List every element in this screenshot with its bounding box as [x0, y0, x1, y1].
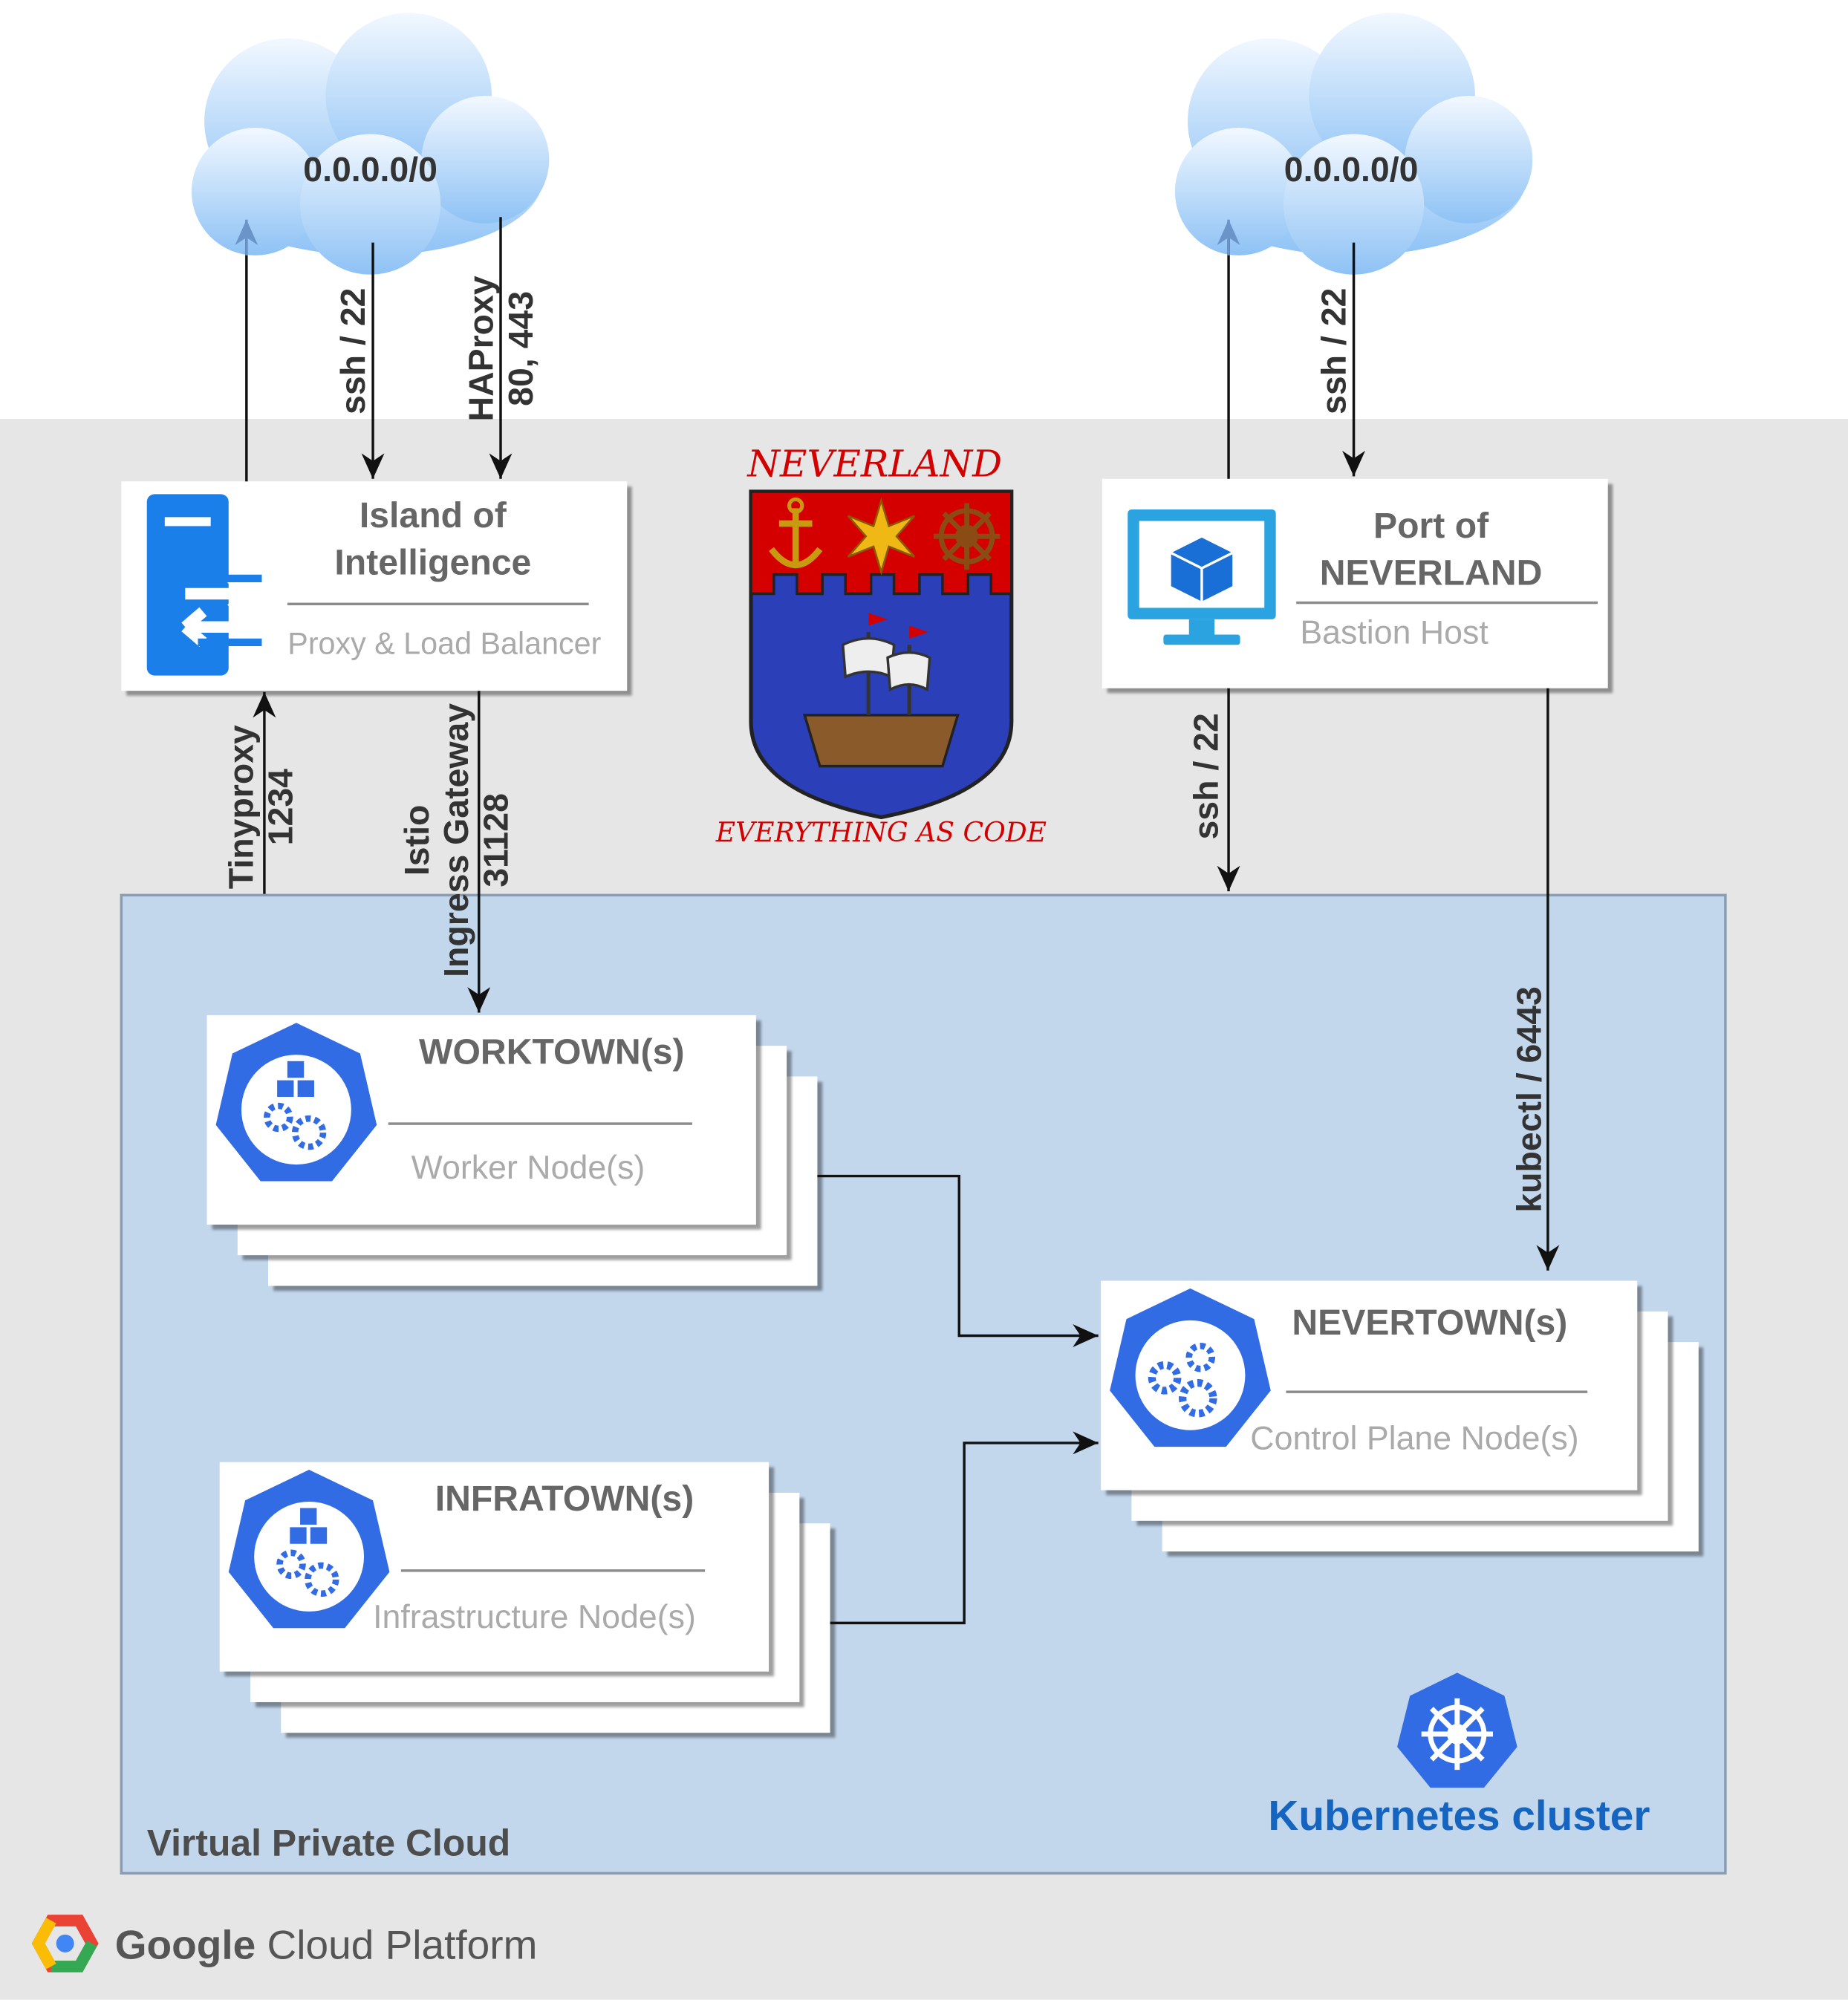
kubernetes-node-icon — [228, 1470, 390, 1629]
worker-card[interactable]: WORKTOWN(s) Worker Node(s) — [206, 1014, 756, 1225]
server-proxy-icon — [146, 494, 262, 676]
worker-title: WORKTOWN(s) — [419, 1032, 685, 1072]
infra-card[interactable]: INFRATOWN(s) Infrastructure Node(s) — [219, 1462, 770, 1672]
proxy-subtitle: Proxy & Load Balancer — [287, 627, 602, 662]
infra-title: INFRATOWN(s) — [435, 1479, 694, 1519]
cloud-label: 0.0.0.0/0 — [1283, 150, 1419, 189]
crest-title: NEVERLAND — [747, 441, 1003, 486]
divider — [287, 602, 589, 605]
crest-motto: EVERYTHING AS CODE — [715, 817, 1047, 848]
control-subtitle: Control Plane Node(s) — [1250, 1418, 1579, 1457]
monitor-cube-icon — [1128, 509, 1276, 645]
vpc-label: Virtual Private Cloud — [146, 1823, 511, 1865]
gcp-brand-google: Google — [114, 1921, 256, 1968]
gcp-brand-product: Cloud Platform — [267, 1921, 538, 1968]
cloud-icon — [191, 13, 550, 275]
proxy-title-line2: Intelligence — [334, 542, 532, 583]
kubernetes-cluster-label: Kubernetes cluster — [1268, 1791, 1650, 1839]
bastion-title-line2: NEVERLAND — [1319, 553, 1543, 593]
control-title: NEVERTOWN(s) — [1292, 1302, 1568, 1343]
divider — [1286, 1390, 1588, 1393]
divider — [400, 1569, 706, 1572]
cloud-icon — [1174, 13, 1533, 275]
proxy-title-line1: Island of — [359, 495, 507, 535]
divider — [1296, 601, 1598, 605]
bastion-card[interactable]: Port of NEVERLAND Bastion Host — [1102, 478, 1608, 688]
gcp-brand: Google Cloud Platform — [115, 1922, 538, 1970]
control-card[interactable]: NEVERTOWN(s) Control Plane Node(s) — [1101, 1280, 1638, 1491]
bastion-subtitle: Bastion Host — [1300, 613, 1489, 651]
proxy-card[interactable]: Island of Intelligence Proxy & Load Bala… — [121, 481, 628, 691]
infra-subtitle: Infrastructure Node(s) — [373, 1597, 696, 1636]
divider — [388, 1122, 692, 1125]
cloud-label: 0.0.0.0/0 — [303, 150, 437, 189]
kubernetes-node-icon — [215, 1023, 377, 1182]
worker-subtitle: Worker Node(s) — [411, 1147, 645, 1187]
bastion-title-line1: Port of — [1373, 505, 1489, 546]
kubernetes-node-icon — [1110, 1288, 1271, 1447]
